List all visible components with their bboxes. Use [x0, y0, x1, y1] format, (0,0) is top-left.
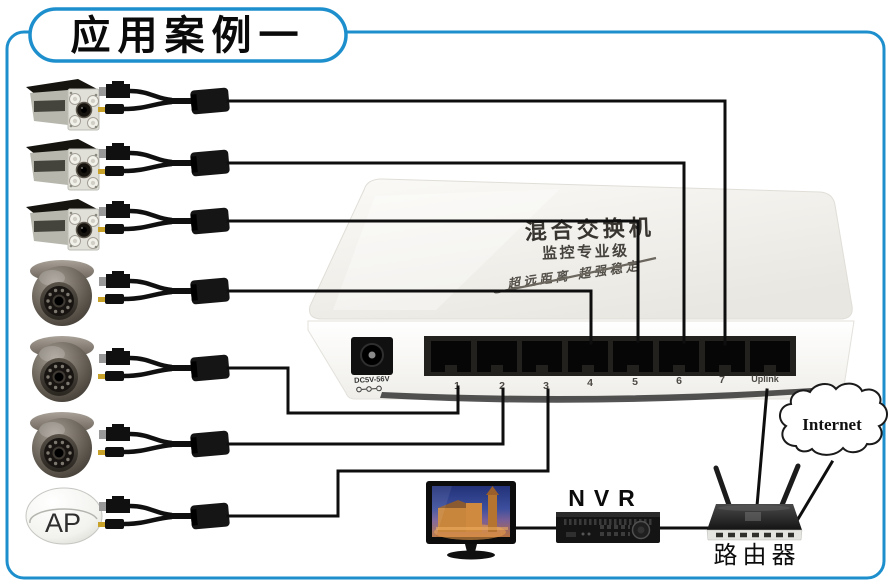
poe-splitter-4 [98, 271, 230, 305]
internet-cloud: Internet [779, 382, 888, 456]
title-banner: 应用案例一 [28, 7, 348, 63]
router: 路由器 [706, 463, 803, 569]
dome-camera-3 [29, 411, 95, 479]
title-pill [28, 7, 348, 63]
nvr-label: NVR [568, 485, 644, 511]
bullet-camera-1 [25, 78, 100, 131]
poe-splitter-7 [98, 496, 230, 530]
cable-router-internet [795, 459, 835, 522]
poe-splitter-5 [98, 348, 230, 382]
port-label-2: 2 [499, 380, 505, 392]
internet-label: Internet [802, 415, 862, 434]
bullet-camera-3 [25, 198, 100, 251]
poe-switch: DC5V-56V 1 2 3 4 5 6 7 Uplink 混合交换机 监控专业… [307, 178, 855, 403]
monitor [426, 481, 516, 560]
port-label-5: 5 [632, 376, 638, 388]
page-title: 应用案例一 [71, 14, 306, 58]
router-antenna-left [713, 465, 732, 508]
bullet-camera-2 [25, 138, 100, 191]
port-label-6: 6 [676, 375, 682, 387]
cable-layer [226, 99, 835, 530]
monitor-stand [465, 544, 477, 552]
ap-device: AP [25, 487, 103, 545]
poe-splitter-2 [98, 143, 230, 177]
power-jack [351, 337, 393, 375]
cable-bullet1-port7 [226, 99, 727, 346]
switch-sheen [333, 189, 560, 310]
port-label-7: 7 [719, 374, 725, 386]
poe-splitter-6 [98, 424, 230, 458]
port-label-3: 3 [543, 380, 549, 392]
dome-camera-1 [29, 259, 95, 327]
cable-bullet2-port6 [226, 161, 686, 344]
switch-top-face [309, 178, 853, 320]
poe-splitter-3 [98, 201, 230, 235]
cable-bullet3-port5 [226, 219, 640, 343]
cloud-shape [779, 382, 888, 456]
switch-grade: 监控专业级 [542, 241, 630, 262]
cable-ap-port3 [226, 388, 550, 518]
page-border [5, 30, 886, 580]
power-label: DC5V-56V [354, 374, 390, 385]
router-label: 路由器 [714, 542, 801, 569]
cable-dome1-port4 [226, 289, 593, 345]
polarity-icon [356, 385, 382, 393]
cable-dome2-port1 [226, 366, 460, 415]
slogan-underline [496, 256, 657, 294]
switch-name: 混合交换机 [524, 215, 655, 245]
poe-splitter-1 [98, 81, 230, 115]
port-label-uplink: Uplink [751, 374, 779, 384]
router-antenna-right [779, 463, 801, 508]
port-label-4: 4 [587, 377, 593, 389]
ap-seam [29, 508, 98, 524]
switch-base-shadow [380, 387, 830, 403]
ap-label: AP [45, 508, 81, 538]
cable-dome3-port2 [226, 387, 505, 446]
cable-uplink-router [755, 388, 769, 508]
dome-camera-2 [29, 335, 95, 403]
nvr: NVR [556, 485, 660, 543]
